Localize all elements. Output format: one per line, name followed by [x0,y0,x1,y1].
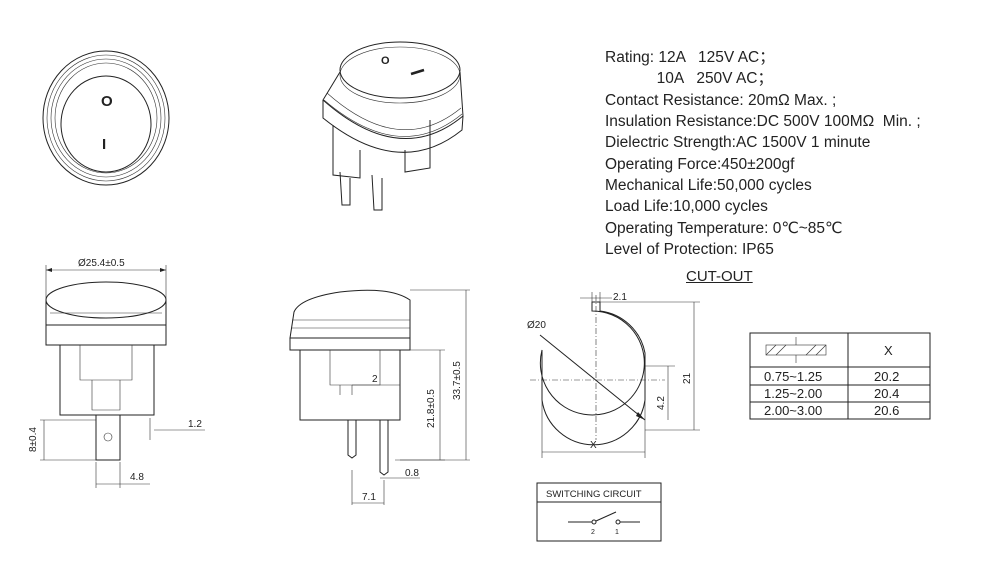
table-range-2: 1.25~2.00 [764,386,822,401]
switching-circuit: SWITCHING CIRCUIT 2 1 [536,482,662,542]
side-view-front: Ø25.4±0.5 8±0.4 4.8 1.2 [28,258,205,488]
cutout-diagram: Ø20 2.1 21 4.2 X [527,292,700,458]
on-symbol: I [102,136,106,153]
cutout-x-label: X [590,440,597,451]
circuit-pin-2: 2 [591,529,595,536]
isometric-view: O [322,41,464,211]
dim-width-48: 4.8 [130,472,144,483]
cutout-height: 21 [682,372,693,384]
iso-off-symbol: O [381,55,390,67]
table-x-1: 20.2 [874,369,899,384]
circuit-pin-1: 1 [615,529,619,536]
spec-contact-resistance: Contact Resistance: 20mΩ Max. ; [605,92,837,109]
panel-table: X 0.75~1.25 20.2 1.25~2.00 20.4 2.00~3.0… [749,332,931,420]
front-view-button: O I [42,50,170,186]
dim-gap-2: 2 [372,374,378,385]
circuit-title: SWITCHING CIRCUIT [546,489,642,500]
table-x-3: 20.6 [874,403,899,418]
dim-gap-12: 1.2 [188,419,202,430]
dim-terminal-71: 7.1 [362,492,376,503]
dim-diameter: Ø25.4±0.5 [78,258,125,269]
cutout-offset: 4.2 [656,396,667,410]
cutout-diameter: Ø20 [527,320,546,331]
spec-rating-1: Rating: 12A 125V AC； [605,49,775,66]
spec-mechanical-life: Mechanical Life:50,000 cycles [605,177,812,194]
cutout-title: CUT-OUT [686,268,753,285]
spec-rating-2: 10A 250V AC； [605,70,774,87]
table-header-x: X [884,343,893,358]
table-range-3: 2.00~3.00 [764,403,822,418]
table-range-1: 0.75~1.25 [764,369,822,384]
off-symbol: O [101,93,113,110]
cutout-notch-width: 2.1 [613,292,627,303]
dim-height-8: 8±0.4 [28,427,39,452]
spec-operating-temperature: Operating Temperature: 0℃~85℃ [605,220,843,237]
table-x-2: 20.4 [874,386,899,401]
dim-terminal-08: 0.8 [405,468,419,479]
dim-height-218: 21.8±0.5 [426,389,437,428]
spec-load-life: Load Life:10,000 cycles [605,198,768,215]
side-view-profile: 2 21.8±0.5 33.7±0.5 0.8 7.1 [289,289,470,505]
dim-height-337: 33.7±0.5 [452,361,463,400]
spec-insulation-resistance: Insulation Resistance:DC 500V 100MΩ Min.… [605,113,921,130]
spec-dielectric-strength: Dielectric Strength:AC 1500V 1 minute [605,134,871,151]
spec-operating-force: Operating Force:450±200gf [605,156,795,173]
spec-protection: Level of Protection: IP65 [605,241,774,258]
